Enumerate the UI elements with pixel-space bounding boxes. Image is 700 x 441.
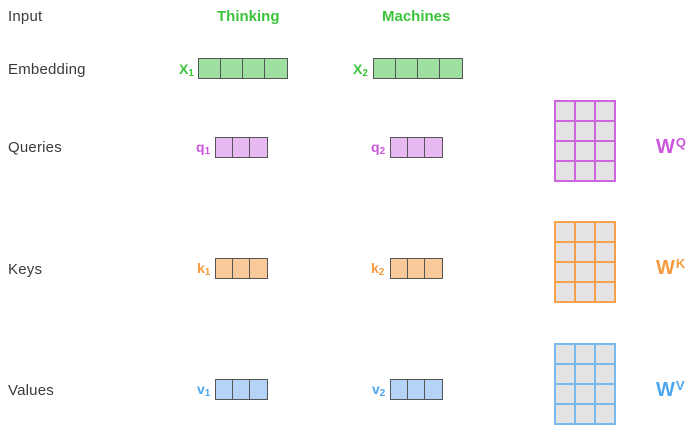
embedding-vector-x2 [373,58,463,79]
matrix-cell [556,122,574,140]
symbol-x1: X1 [179,61,194,79]
vector-cell [418,59,440,78]
input-word-thinking: Thinking [217,8,280,25]
vector-cell [250,259,267,278]
symbol-v2: v2 [372,381,386,399]
matrix-cell [576,385,594,403]
vector-cell [233,380,250,399]
matrix-cell [576,162,594,180]
symbol-q2: q2 [371,139,386,157]
weight-label-wk: WK [656,256,686,279]
vector-cell [440,59,462,78]
key-vector-k1 [215,258,268,279]
matrix-cell [556,345,574,363]
matrix-cell [556,162,574,180]
vector-cell [374,59,396,78]
matrix-cell [576,263,594,281]
matrix-cell [596,405,614,423]
row-label-queries: Queries [8,139,62,156]
matrix-cell [596,122,614,140]
matrix-cell [556,385,574,403]
matrix-cell [596,365,614,383]
vector-cell [233,138,250,157]
matrix-cell [576,102,594,120]
symbol-x2: X2 [353,61,368,79]
matrix-cell [556,405,574,423]
matrix-cell [556,283,574,301]
value-vector-v1 [215,379,268,400]
vector-cell [216,259,233,278]
symbol-q1: q1 [196,139,211,157]
matrix-cell [576,142,594,160]
matrix-cell [576,283,594,301]
key-vector-k2 [390,258,443,279]
vector-cell [408,138,425,157]
matrix-cell [556,102,574,120]
matrix-cell [596,162,614,180]
vector-cell [396,59,418,78]
weight-label-wq: WQ [656,135,687,158]
vector-cell [408,380,425,399]
symbol-k1: k1 [197,260,211,278]
matrix-cell [596,243,614,261]
symbol-v1: v1 [197,381,211,399]
query-vector-q2 [390,137,443,158]
weight-matrix-wv [554,343,616,425]
vector-cell [425,259,442,278]
vector-cell [250,380,267,399]
vector-cell [425,138,442,157]
vector-cell [199,59,221,78]
vector-cell [265,59,287,78]
symbol-k2: k2 [371,260,385,278]
vector-cell [243,59,265,78]
matrix-cell [576,243,594,261]
matrix-cell [596,345,614,363]
matrix-cell [556,142,574,160]
matrix-cell [576,122,594,140]
matrix-cell [576,223,594,241]
vector-cell [216,380,233,399]
matrix-cell [556,223,574,241]
value-vector-v2 [390,379,443,400]
matrix-cell [576,405,594,423]
vector-cell [391,380,408,399]
weight-matrix-wq [554,100,616,182]
vector-cell [391,138,408,157]
vector-cell [425,380,442,399]
matrix-cell [596,263,614,281]
vector-cell [408,259,425,278]
row-label-keys: Keys [8,261,43,278]
matrix-cell [556,263,574,281]
row-label-embedding: Embedding [8,61,86,78]
matrix-cell [596,102,614,120]
vector-cell [391,259,408,278]
vector-cell [233,259,250,278]
matrix-cell [596,385,614,403]
matrix-cell [576,345,594,363]
weight-matrix-wk [554,221,616,303]
input-word-machines: Machines [382,8,451,25]
query-vector-q1 [215,137,268,158]
matrix-cell [556,365,574,383]
matrix-cell [596,142,614,160]
matrix-cell [576,365,594,383]
weight-label-wv: WV [656,378,685,401]
vector-cell [216,138,233,157]
matrix-cell [596,283,614,301]
matrix-cell [556,243,574,261]
matrix-cell [596,223,614,241]
vector-cell [221,59,243,78]
row-label-values: Values [8,382,54,399]
vector-cell [250,138,267,157]
row-label-input: Input [8,8,43,25]
embedding-vector-x1 [198,58,288,79]
